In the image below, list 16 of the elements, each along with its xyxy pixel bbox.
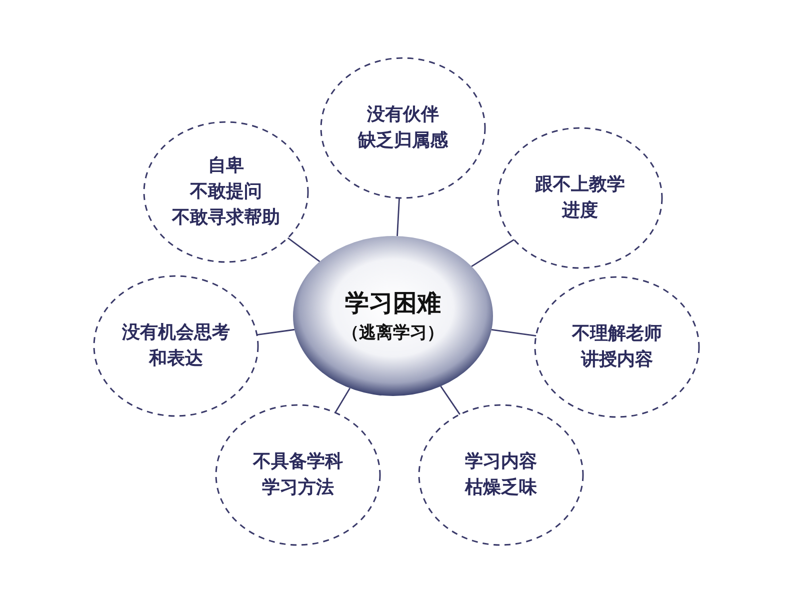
central-title: 学习困难 xyxy=(345,288,441,320)
connector-line xyxy=(491,328,536,336)
node-label: 自卑不敢提问不敢寻求帮助 xyxy=(172,154,280,230)
connector-line xyxy=(256,328,295,336)
node-label: 没有伙伴缺乏归属感 xyxy=(358,102,448,153)
central-subtitle: （逃离学习） xyxy=(342,322,444,346)
connector-line xyxy=(471,239,514,268)
node-label: 学习内容枯燥乏味 xyxy=(465,450,537,500)
node-label: 跟不上教学进度 xyxy=(535,172,625,223)
connector-line xyxy=(334,388,350,413)
connector-line xyxy=(396,198,400,236)
node-label: 没有机会思考和表达 xyxy=(122,320,230,371)
connector-line xyxy=(287,237,320,262)
node-label: 不理解老师讲授内容 xyxy=(572,322,662,372)
node-label: 不具备学科学习方法 xyxy=(253,450,343,500)
connector-line xyxy=(440,386,460,415)
